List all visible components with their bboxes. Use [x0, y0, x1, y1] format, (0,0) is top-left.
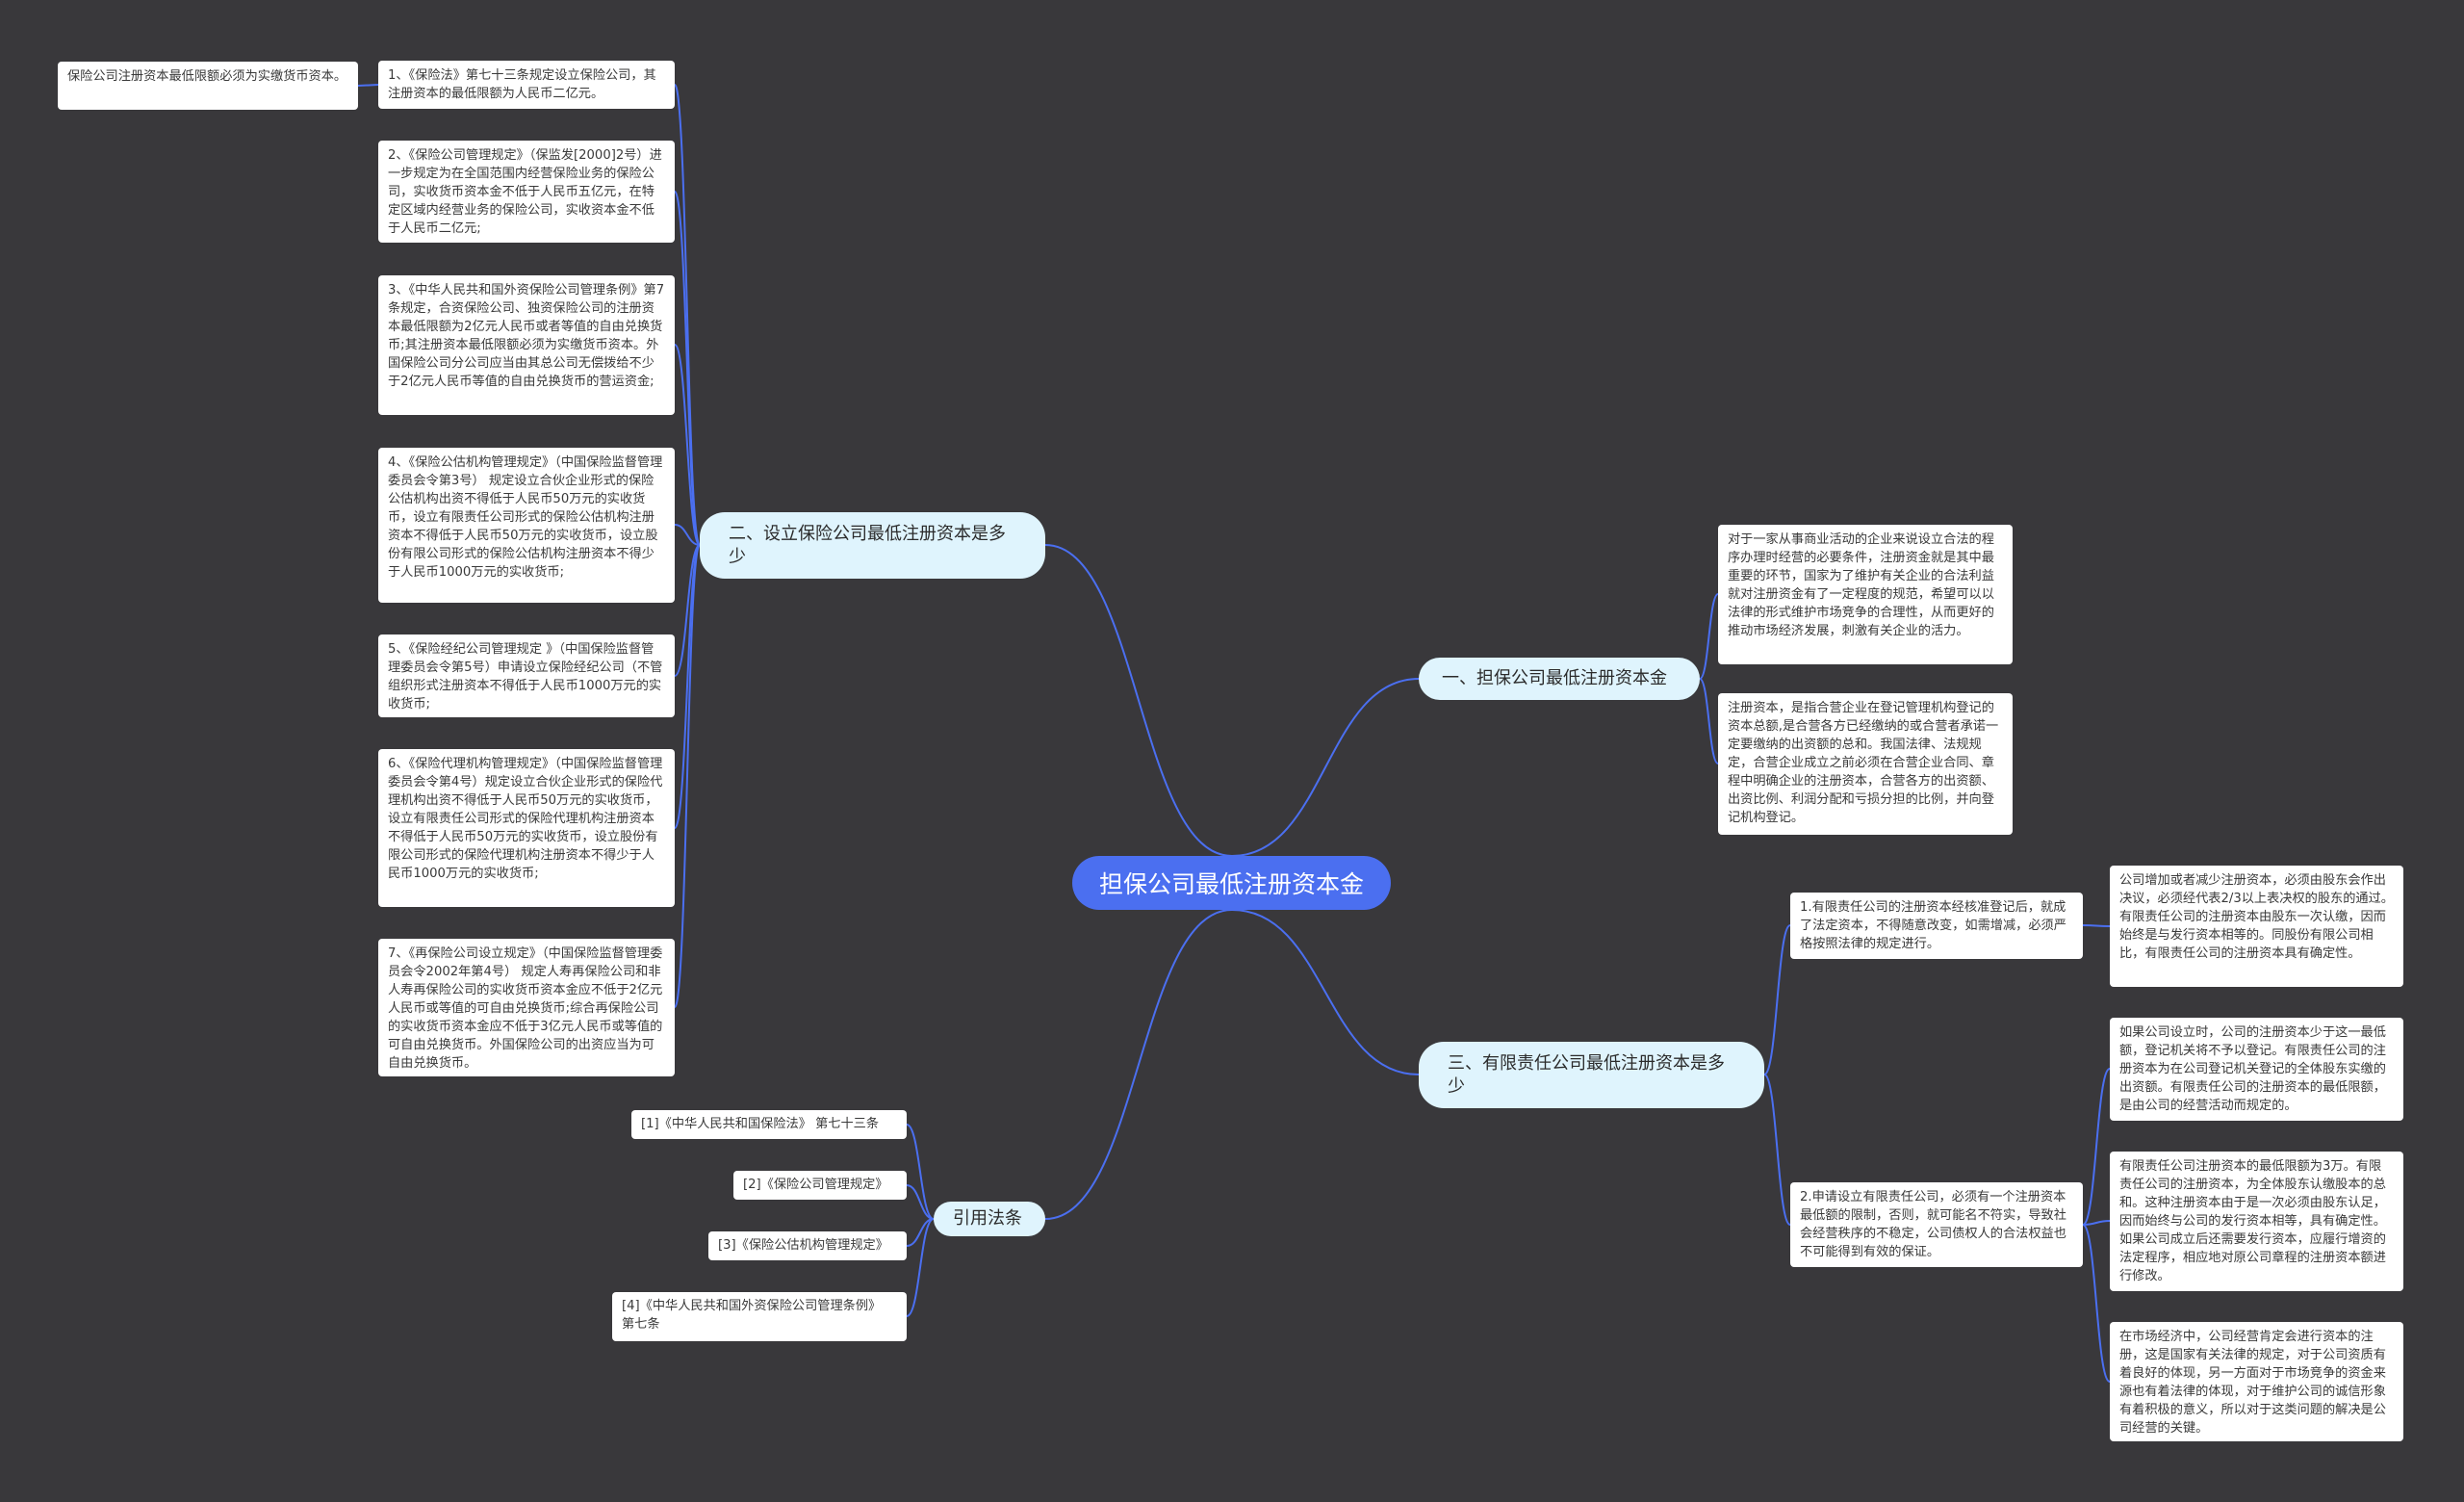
branch-2-leaf-2[interactable]: 2、《保险公司管理规定》（保监发[2000]2号）进一步规定为在全国范围内经营保…	[378, 141, 675, 243]
reference-1[interactable]: [1]《中华人民共和国保险法》 第七十三条	[631, 1110, 907, 1139]
connector-line-10	[674, 544, 701, 677]
branch-1-leaf-1[interactable]: 对于一家从事商业活动的企业来说设立合法的程序办理时经营的必要条件，注册资金就是其…	[1718, 525, 2013, 664]
connector-line-19	[2082, 1224, 2111, 1383]
branch-3-topic[interactable]: 三、有限责任公司最低注册资本是多少	[1419, 1042, 1764, 1108]
branch-2-note[interactable]: 保险公司注册资本最低限额必须为实缴货币资本。	[58, 62, 358, 110]
branch-3-sub-2-leaf-1[interactable]: 如果公司设立时，公司的注册资本少于这一最低额，登记机关将不予以登记。有限责任公司…	[2110, 1018, 2403, 1121]
connector-line-3	[1044, 909, 1233, 1220]
branch-2-topic[interactable]: 二、设立保险公司最低注册资本是多少	[700, 512, 1045, 579]
reference-4[interactable]: [4]《中华人民共和国外资保险公司管理条例》 第七条	[612, 1292, 907, 1341]
connector-line-20	[906, 1124, 935, 1220]
connector-line-9	[674, 524, 701, 546]
connector-line-8	[674, 344, 701, 546]
branch-3-sub-1-leaf[interactable]: 公司增加或者减少注册资本，必须由股东会作出决议，必须经代表2/3以上表决权的股东…	[2110, 866, 2403, 987]
connector-line-6	[674, 84, 701, 546]
branch-2-leaf-1[interactable]: 1、《保险法》第七十三条规定设立保险公司，其注册资本的最低限额为人民币二亿元。	[378, 61, 675, 109]
branch-3-sub-2-leaf-3[interactable]: 在市场经济中，公司经营肯定会进行资本的注册，这是国家有关法律的规定，对于公司资质…	[2110, 1322, 2403, 1441]
connector-line-14	[1763, 924, 1791, 1075]
root-topic[interactable]: 担保公司最低注册资本金	[1072, 856, 1391, 910]
reference-2[interactable]: [2]《保险公司管理规定》	[733, 1171, 907, 1200]
connector-line-16	[2082, 924, 2111, 927]
connector-line-18	[2082, 1220, 2111, 1226]
branch-1-topic[interactable]: 一、担保公司最低注册资本金	[1419, 658, 1700, 700]
branch-3-sub-2[interactable]: 2.申请设立有限责任公司，必须有一个注册资本最低额的限制，否则，就可能名不符实，…	[1790, 1182, 2083, 1267]
connector-line-17	[2082, 1068, 2111, 1226]
connector-line-12	[674, 544, 701, 1008]
branch-1-leaf-2[interactable]: 注册资本，是指合营企业在登记管理机构登记的资本总额,是合营各方已经缴纳的或合营者…	[1718, 693, 2013, 835]
branch-3-sub-2-leaf-2[interactable]: 有限责任公司注册资本的最低限额为3万。有限责任公司的注册资本，为全体股东认缴股本…	[2110, 1152, 2403, 1291]
connector-line-7	[674, 191, 701, 546]
connector-line-23	[906, 1218, 935, 1317]
branch-2-leaf-5[interactable]: 5、《保险经纪公司管理规定 》（中国保险监督管理委员会令第5号）申请设立保险经纪…	[378, 634, 675, 717]
connector-line-13	[357, 84, 379, 87]
connector-line-21	[906, 1184, 935, 1220]
connector-line-2	[1231, 909, 1420, 1075]
reference-3[interactable]: [3]《保险公估机构管理规定》	[708, 1231, 907, 1260]
connector-line-1	[1044, 544, 1233, 857]
branch-3-sub-1[interactable]: 1.有限责任公司的注册资本经核准登记后，就成了法定资本，不得随意改变，如需增减，…	[1790, 893, 2083, 959]
branch-2-leaf-3[interactable]: 3、《中华人民共和国外资保险公司管理条例》第7条规定，合资保险公司、独资保险公司…	[378, 275, 675, 415]
connector-line-5	[1699, 678, 1719, 764]
branch-4-topic[interactable]: 引用法条	[934, 1202, 1045, 1236]
branch-2-leaf-4[interactable]: 4、《保险公估机构管理规定》（中国保险监督管理委员会令第3号） 规定设立合伙企业…	[378, 448, 675, 603]
branch-2-leaf-7[interactable]: 7、《再保险公司设立规定》（中国保险监督管理委员会令2002年第4号） 规定人寿…	[378, 939, 675, 1076]
connector-line-11	[674, 544, 701, 829]
branch-2-leaf-6[interactable]: 6、《保险代理机构管理规定》（中国保险监督管理委员会令第4号）规定设立合伙企业形…	[378, 749, 675, 907]
connector-line-0	[1231, 678, 1420, 857]
connector-line-4	[1699, 593, 1719, 680]
connector-line-15	[1763, 1074, 1791, 1226]
